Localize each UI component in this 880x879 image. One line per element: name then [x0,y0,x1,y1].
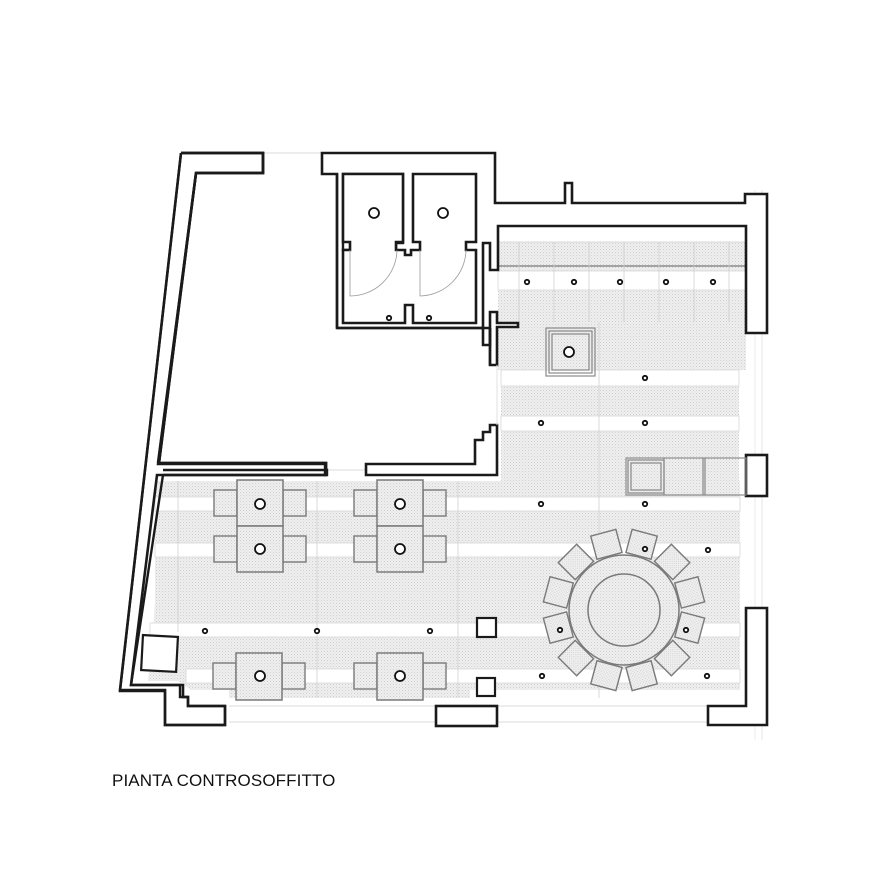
spot-light-icon [641,500,649,508]
spot-light-icon [641,419,649,427]
spot-light-icon [537,419,545,427]
column [475,676,497,698]
chair [213,535,238,563]
dining-table [353,479,447,527]
chair [282,489,307,517]
chair [557,639,595,677]
ceiling-lights [201,207,717,682]
spot-light-icon [704,546,712,554]
pendant-light-icon [394,543,406,555]
spot-light-icon [426,627,434,635]
pendant-light-icon [368,207,380,219]
chair [212,662,237,690]
wall-left-outer [118,152,227,727]
pendant-light-icon [254,670,266,682]
chair [589,528,623,561]
chair [422,489,447,517]
column-left [139,633,180,674]
table-top [376,652,424,701]
pendant-light-icon [563,346,575,358]
spot-light-icon [703,672,711,680]
chair [282,535,307,563]
spot-light-icon [570,278,578,286]
door-swing [349,249,398,297]
table-top [376,479,424,527]
spot-light-icon [682,626,690,634]
spot-light-icon [616,278,624,286]
lazy-susan [587,573,661,647]
wall-pier-right [744,453,769,498]
dining-table [213,479,307,527]
chair [281,662,306,690]
wall-bottom-mid [434,704,499,728]
spot-light-icon [538,672,546,680]
drawing-title: PIANTA CONTROSOFFITTO [112,771,336,790]
ceiling-panel-mid [501,322,739,482]
spot-light-icon [425,314,433,322]
tables [212,479,447,701]
chair [653,543,691,581]
kitchen-hood [545,327,596,377]
spot-light-icon [537,500,545,508]
spot-light-icon [556,626,564,634]
chair [625,528,659,561]
chair [673,575,706,609]
spot-light-icon [662,278,670,286]
chair [653,639,691,677]
chair [422,535,447,563]
pendant-light-icon [394,670,406,682]
spot-light-icon [313,627,321,635]
round-table [542,528,706,692]
wall-partition [364,423,499,477]
counter-unit [625,457,747,496]
chair [625,659,659,692]
column [475,616,498,639]
chair [213,489,238,517]
door-swing [419,249,467,297]
chair [589,659,623,692]
spot-light-icon [641,374,649,382]
dining-table [353,652,447,701]
dining-table [353,525,447,573]
pendant-light-icon [254,543,266,555]
wall-bottom-right [706,606,769,727]
light-strip [500,415,740,432]
spot-light-icon [523,278,531,286]
pendant-light-icon [254,498,266,510]
chair [557,543,595,581]
pendant-light-icon [394,498,406,510]
spot-light-icon [641,545,649,553]
round-table-top [568,554,680,666]
spot-light-icon [385,314,393,322]
chair [353,535,378,563]
chair [673,611,706,645]
pendant-light-icon [437,207,449,219]
chair [353,489,378,517]
chair [422,662,447,690]
chair [542,575,575,609]
light-strip [500,369,740,387]
spot-light-icon [709,278,717,286]
spot-light-icon [201,627,209,635]
chair [353,662,378,690]
